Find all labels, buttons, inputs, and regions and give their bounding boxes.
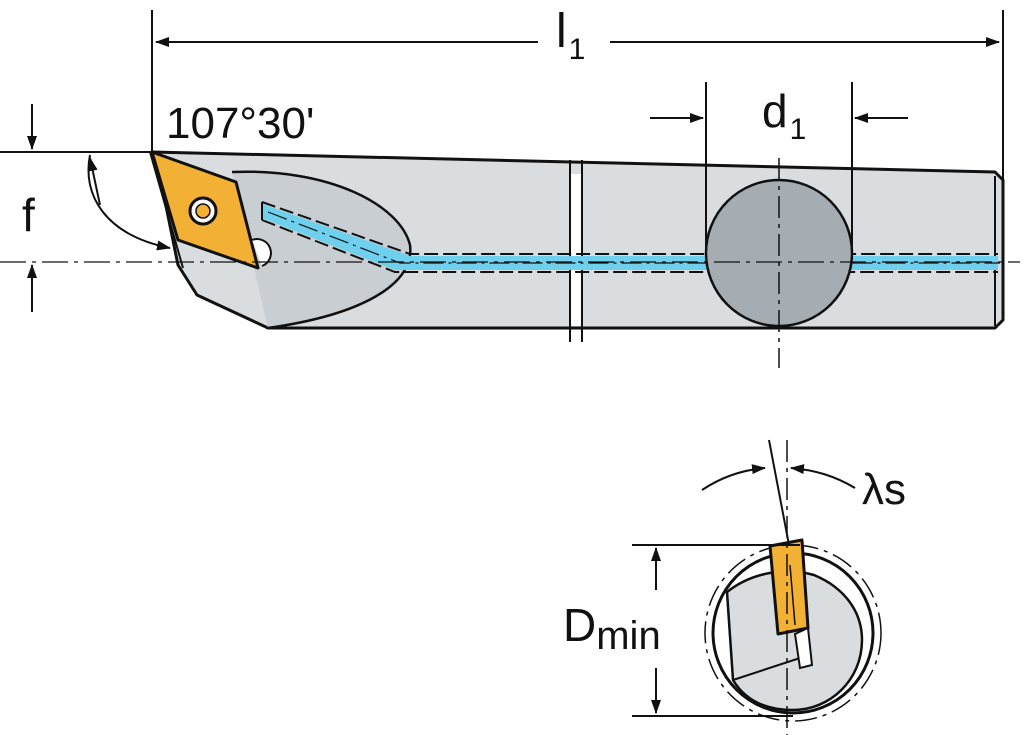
bore-circle-outer [704,544,882,722]
angle-dimension [87,151,184,269]
tool-end-view [704,439,882,735]
dimension-d1 [650,82,908,253]
angle-label: 107°30' [166,99,315,148]
l1-label: l1 [556,8,585,65]
break-marks [569,160,583,342]
insert-clearance-notch [251,238,272,267]
tool-side-view [0,150,1020,368]
dmin-subscript: min [596,614,661,658]
lambda-reference-line [768,439,790,546]
d1-main: d [762,85,788,137]
end-view-insert [768,538,810,636]
dimension-l1 [151,10,1004,180]
d1-subscript: 1 [789,113,807,146]
dimension-lambda-s [701,464,856,491]
d1-label: d1 [762,88,806,145]
dmin-main: D [563,599,597,651]
l1-main: l [556,5,567,58]
dimension-f [0,104,152,312]
l1-subscript: 1 [568,33,586,66]
break-gap [571,174,581,326]
lambda-s-label: λs [862,465,906,514]
dimension-dmin [632,544,800,717]
dmin-label: Dmin [563,602,661,656]
f-label: f [22,189,35,241]
